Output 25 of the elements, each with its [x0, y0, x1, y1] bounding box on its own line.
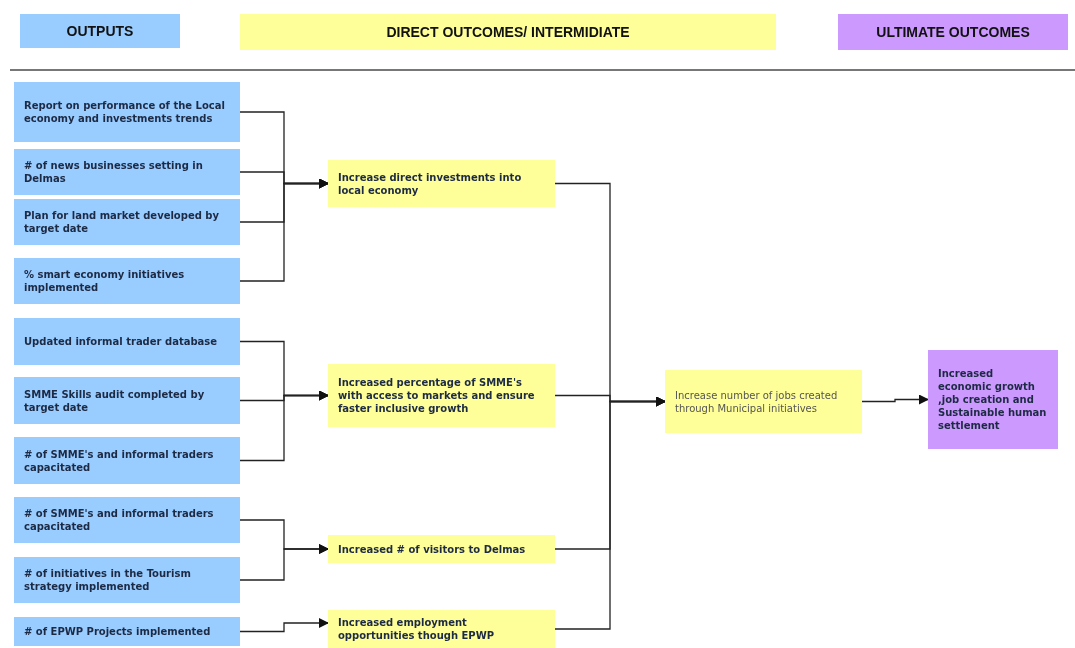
outcome-box: # of news businesses setting in Delmas [14, 149, 240, 195]
outcome-box: Increase number of jobs created through Municipal initiatives [665, 370, 862, 433]
connector-arrow [861, 394, 929, 405]
outcome-box: # of SMME's and informal traders capacitated [14, 497, 240, 543]
outcome-box: Increased percentage of SMME's with access to markets and ensure faster inclusive growth [328, 364, 555, 427]
outcome-box: Increase direct investments into local economy [328, 160, 555, 207]
outcome-box: # of SMME's and informal traders capacitated [14, 437, 240, 484]
outcome-box: % smart economy initiatives implemented [14, 258, 240, 304]
connector-arrow [554, 396, 666, 630]
outcome-box: Updated informal trader database [14, 318, 240, 365]
connector-arrow [239, 390, 329, 462]
outcome-box: Increased employment opportunities though EPWP [328, 610, 555, 648]
column-header: DIRECT OUTCOMES/ INTERMIDIATE [240, 14, 776, 50]
outcome-box: Report on performance of the Local economy and investments trends [14, 82, 240, 142]
column-header: OUTPUTS [20, 14, 180, 48]
outcome-box: Increased economic growth ,job creation and Sustainable human settlement [928, 350, 1058, 449]
outcome-box: # of EPWP Projects implemented [14, 617, 240, 646]
outcome-box: # of initiatives in the Tourism strategy implemented [14, 557, 240, 603]
connector-arrow [239, 178, 329, 282]
connector-arrow [239, 544, 329, 581]
outcome-box: Increased # of visitors to Delmas [328, 535, 555, 563]
outcome-box: SMME Skills audit completed by target date [14, 377, 240, 424]
outcome-box: Plan for land market developed by target date [14, 199, 240, 245]
column-header: ULTIMATE OUTCOMES [838, 14, 1068, 50]
connector-arrow [239, 618, 329, 633]
